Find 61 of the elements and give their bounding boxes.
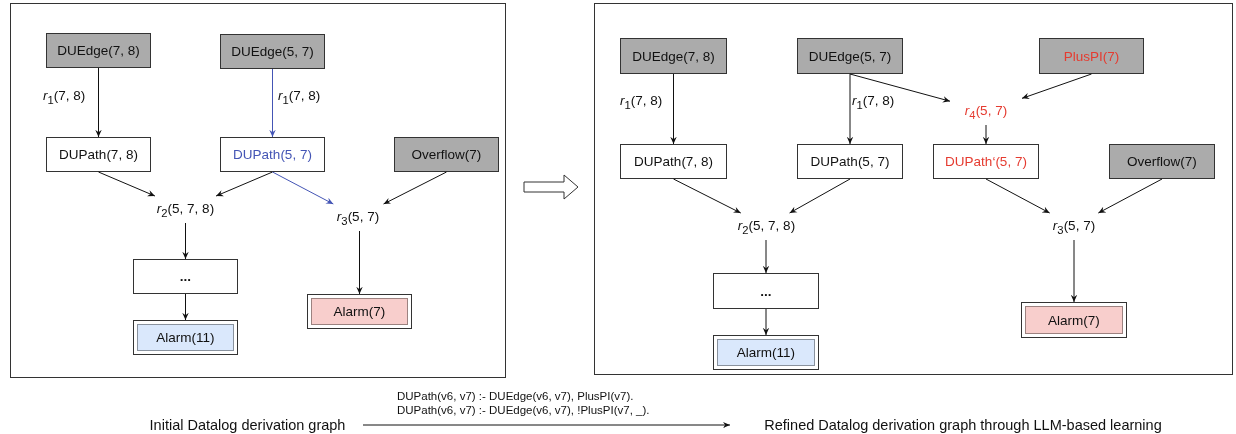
fact-box [46,33,151,68]
arrow [272,171,334,205]
node-label: DUEdge(5, 7) [231,44,314,59]
arrow [1021,73,1092,99]
node-label: Overflow(7) [411,147,482,162]
panel-frame [10,3,506,378]
fact-box [797,38,903,74]
derived-fact-box [46,137,151,172]
derived-fact-box [620,144,727,179]
edge-label: r$_{1}$(7, 8) [43,88,86,106]
node-label: DUPath(7, 8) [59,147,138,162]
arrow [673,178,742,214]
arrow [182,222,189,260]
arrow [1070,239,1078,303]
alarm-label: Alarm(11) [137,324,234,351]
panel-frame [594,3,1233,375]
arrow [362,421,731,429]
derived-fact-box [933,144,1039,179]
arrow [985,178,1051,214]
block-arrow [523,174,579,200]
arrow [182,293,189,321]
edge-label: r$_{1}$(7, 8) [852,93,895,111]
node-label: PlusPI(7) [1063,48,1120,64]
fact-box [1039,38,1144,74]
ellipsis-box [133,259,238,294]
arrow [95,67,102,138]
arrow [215,171,273,197]
arrow [356,230,363,295]
arrow [849,73,951,103]
node-label: DUPath(5, 7) [810,154,890,169]
alarm-label: Alarm(7) [311,298,408,325]
alarm-label: Alarm(7) [1025,306,1123,334]
node-label: DUEdge(7, 8) [632,48,715,64]
arrow [982,124,990,145]
arrow [846,73,854,145]
alarm-label: Alarm(11) [717,339,815,366]
arrow [789,178,851,214]
arrow [383,171,447,205]
arrow [670,73,677,145]
fact-box [620,38,727,74]
node-label: Overflow(7) [1127,154,1197,169]
node-label: DUEdge(7, 8) [57,43,140,58]
node-label: DUEdge(5, 7) [808,48,892,64]
node-label: DUPath(5, 7) [233,147,312,162]
node-label: ... [760,283,772,299]
edge-label: r$_{1}$(7, 8) [278,88,321,106]
derived-fact-box [220,137,325,172]
fact-box [220,34,325,69]
ellipsis-box [713,273,819,309]
edge-label: r$_{1}$(7, 8) [620,93,663,111]
arrow [1097,178,1163,214]
arrow [98,171,156,197]
node-label: DUPath(7, 8) [634,154,713,169]
node-label: DUPath‘(5, 7) [945,154,1027,169]
arrow [762,239,770,274]
arrow [762,308,770,336]
arrow [269,68,276,138]
node-label: ... [179,269,192,284]
fact-box [394,137,499,172]
derived-fact-box [797,144,903,179]
fact-box [1109,144,1215,179]
